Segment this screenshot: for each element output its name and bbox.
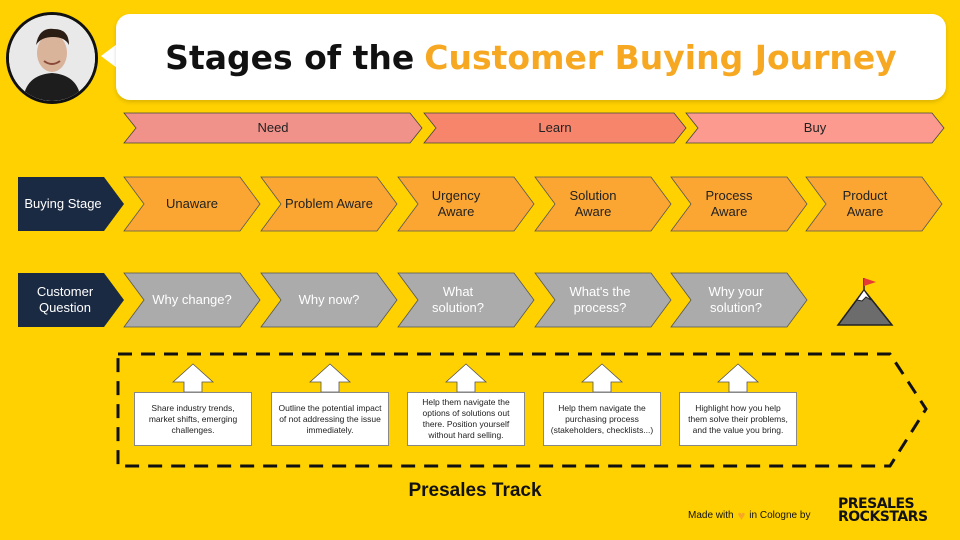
question-why-change: Why change? <box>152 292 232 307</box>
stage-shape-unaware <box>123 176 261 232</box>
page-title: Stages of the Customer Buying Journey <box>116 14 946 100</box>
stage-product-aware: Product Aware <box>842 188 888 219</box>
title-box <box>116 14 946 100</box>
up-arrow-icon <box>171 363 215 393</box>
question-shape-1 <box>123 272 261 328</box>
up-arrow-icon <box>444 363 488 393</box>
up-arrow-icon <box>308 363 352 393</box>
up-arrow-icon <box>580 363 624 393</box>
question-whats-the-process: What's the process? <box>569 284 631 315</box>
avatar-photo <box>9 15 95 101</box>
presales-note-5: Highlight how you help them solve their … <box>679 392 797 446</box>
stage-unaware: Unaware <box>165 196 219 211</box>
up-arrow-icon <box>716 363 760 393</box>
stage-urgency-aware: Urgency Aware <box>431 188 481 219</box>
title-accent: Customer Buying Journey <box>424 37 897 77</box>
customer-question-header: Customer Question <box>36 284 94 315</box>
title-prefix: Stages of the <box>165 37 415 77</box>
footer-credit: Made with ♥ in Cologne by <box>688 508 810 523</box>
mountain-flag-icon <box>836 278 894 326</box>
heart-icon: ♥ <box>737 508 746 523</box>
stage-solution-aware: Solution Aware <box>569 188 617 219</box>
brand-logo: PRESALES ROCKSTARS <box>838 496 928 525</box>
question-why-your-solution: Why your solution? <box>708 284 764 315</box>
buying-stage-header: Buying Stage <box>24 196 102 211</box>
avatar <box>6 12 98 104</box>
presales-track-title: Presales Track <box>408 480 542 501</box>
in-cologne-text: in Cologne by <box>749 510 811 521</box>
phase-buy-label: Buy <box>803 120 827 135</box>
logo-line-1: PRESALES <box>838 496 915 512</box>
question-shape-3 <box>397 272 535 328</box>
phase-buy-shape <box>685 112 945 144</box>
speech-pointer <box>101 44 117 68</box>
question-shape-5 <box>670 272 808 328</box>
logo-line-2: ROCKSTARS <box>838 509 928 525</box>
question-why-now: Why now? <box>298 292 360 307</box>
presales-note-1: Share industry trends, market shifts, em… <box>134 392 252 446</box>
stage-shape-product <box>805 176 943 232</box>
phase-learn-label: Learn <box>538 120 572 135</box>
stage-shape-process <box>670 176 808 232</box>
phase-need-label: Need <box>257 120 289 135</box>
presales-note-4: Help them navigate the purchasing proces… <box>543 392 661 446</box>
customer-question-header-shape <box>18 273 124 327</box>
presales-note-3: Help them navigate the options of soluti… <box>407 392 525 446</box>
question-shape-2 <box>260 272 398 328</box>
buying-stage-header-shape <box>18 177 124 231</box>
stage-problem-aware: Problem Aware <box>285 196 373 211</box>
stage-process-aware: Process Aware <box>705 188 753 219</box>
phase-need-shape <box>123 112 423 144</box>
question-what-solution: What solution? <box>431 284 485 315</box>
question-shape-4 <box>534 272 672 328</box>
phase-learn-shape <box>423 112 687 144</box>
stage-shape-solution <box>534 176 672 232</box>
presales-note-2: Outline the potential impact of not addr… <box>271 392 389 446</box>
made-with-text: Made with <box>688 510 734 521</box>
stage-shape-problem <box>260 176 398 232</box>
stage-shape-urgency <box>397 176 535 232</box>
